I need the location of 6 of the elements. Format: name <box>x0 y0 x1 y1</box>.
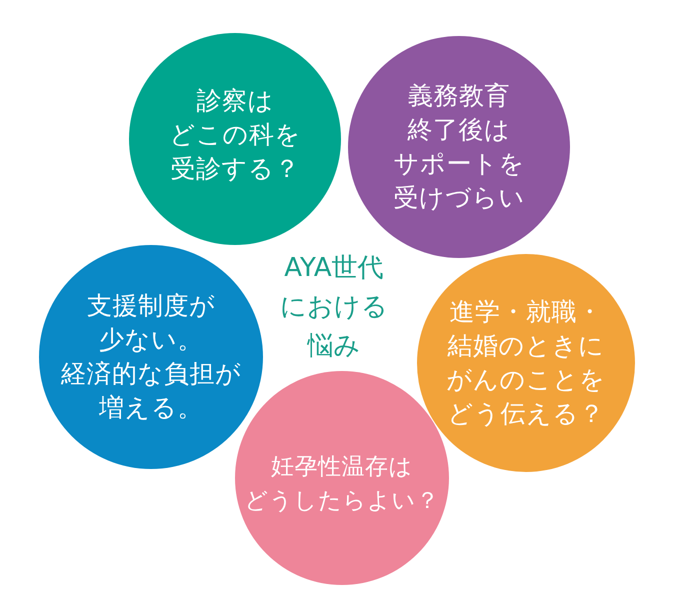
concern-text: 支援制度が少ない。経済的な負担が増える。 <box>60 290 242 424</box>
concern-text: 診察はどこの科を受診する？ <box>169 85 301 185</box>
concern-text: 妊孕性温存はどうしたらよい？ <box>244 453 440 516</box>
concern-text: 義務教育終了後はサポートを受けづらい <box>393 80 525 214</box>
concern-text: 進学・就職・結婚のときにがんのことをどう伝える？ <box>446 296 606 430</box>
center-heading: AYA世代における悩み <box>280 252 388 362</box>
